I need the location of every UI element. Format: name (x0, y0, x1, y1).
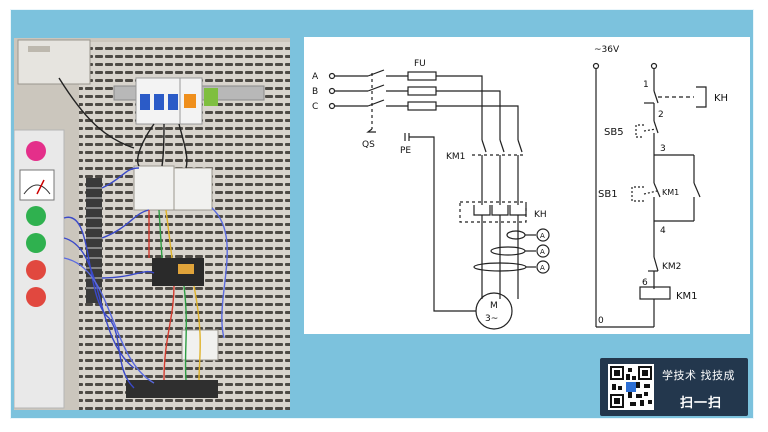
qr-promo-panel[interactable]: 学技术 找技成 扫一扫 (600, 358, 748, 416)
coil-label: KM1 (676, 291, 698, 302)
node-1-label: 1 (643, 80, 649, 90)
node-0-label: 0 (598, 316, 604, 326)
wiring-schematic: A B C FU QS PE KM1 KH A A A M 3~ ~36V 1 … (304, 37, 750, 334)
fuse-b (407, 86, 437, 96)
ammeter-3 (536, 260, 550, 274)
green-button-2 (26, 233, 46, 253)
node-4-label: 4 (660, 226, 666, 236)
qr-slogan: 学技术 找技成 (662, 369, 735, 382)
contactor-km2 (173, 167, 213, 211)
coil-km1 (639, 286, 671, 300)
node-3-label: 3 (660, 144, 666, 154)
contactor-km1 (133, 165, 175, 211)
motor-label: M (490, 301, 498, 311)
fuse-label: FU (414, 59, 426, 69)
fuse-c (407, 101, 437, 111)
ammeter-2 (536, 244, 550, 258)
terminal-strip-bottom (126, 380, 218, 398)
green-button-1 (26, 206, 46, 226)
kh-contact-label: KH (714, 93, 728, 104)
red-button-2 (26, 287, 46, 307)
terminal-b (328, 87, 336, 95)
terminal-strip-vertical (86, 178, 102, 303)
indicator-lamp (26, 141, 46, 161)
terminal-a (328, 72, 336, 80)
qr-code-icon[interactable] (608, 364, 654, 410)
ammeter-3-label: A (540, 264, 545, 272)
qr-scan-text: 扫一扫 (680, 396, 723, 411)
phase-a-label: A (312, 72, 319, 82)
ammeter-1 (536, 228, 550, 242)
terminal-c (328, 102, 336, 110)
motor-phase-label: 3~ (485, 314, 498, 324)
node-6-label: 6 (642, 278, 648, 288)
junction-box (17, 39, 91, 85)
phase-b-label: B (312, 87, 318, 97)
interlock-label: KM2 (662, 262, 681, 272)
red-button-1 (26, 260, 46, 280)
hold-contact-label: KM1 (662, 188, 679, 197)
ground-label: PE (400, 146, 411, 156)
phase-c-label: C (312, 102, 318, 112)
ammeter-1-label: A (540, 232, 545, 240)
start-button-label: SB1 (598, 189, 618, 200)
terminal-green (204, 88, 218, 106)
overload-label: KH (534, 210, 547, 220)
fuse-a (407, 71, 437, 81)
stop-button-label: SB5 (604, 127, 624, 138)
supply-label: ~36V (594, 45, 620, 55)
control-board-photo (14, 38, 290, 410)
node-2-label: 2 (658, 110, 664, 120)
isolator-label: QS (362, 140, 375, 150)
control-terminal-right (650, 62, 658, 70)
overload-block (459, 201, 527, 223)
ammeter-2-label: A (540, 248, 545, 256)
control-terminal-left (592, 62, 600, 70)
contactor-label: KM1 (446, 152, 465, 162)
